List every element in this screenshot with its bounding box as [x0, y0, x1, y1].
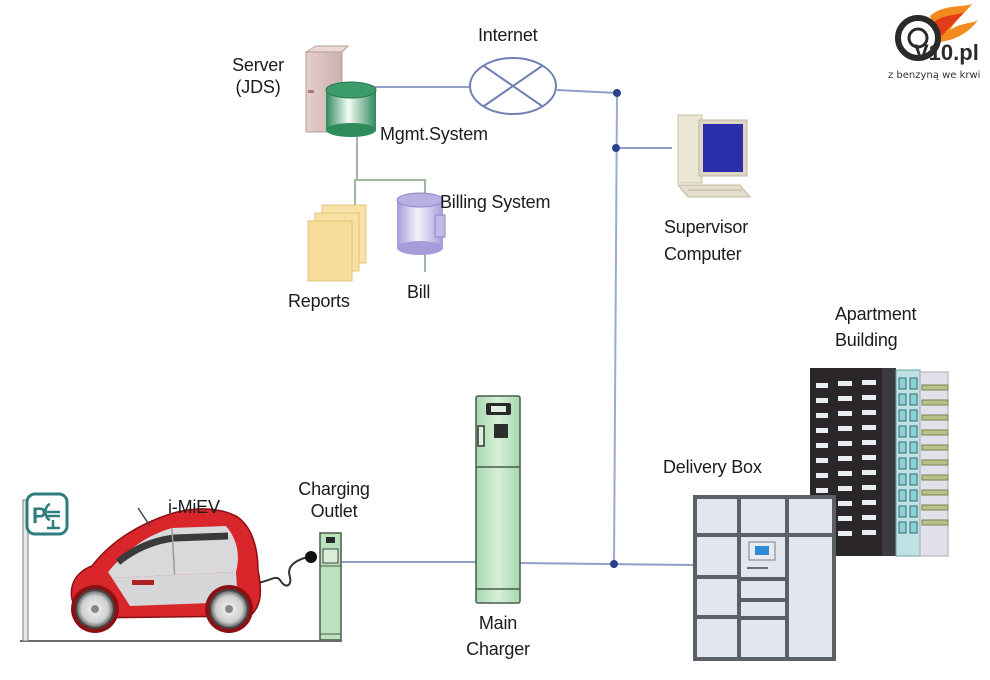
supervisor-computer-label: Supervisor Computer — [664, 216, 748, 265]
junction-dot — [610, 560, 618, 568]
supervisor-computer-icon[interactable] — [676, 114, 752, 198]
supervisor-label-line2: Computer — [664, 244, 742, 264]
bill-label: Bill — [407, 282, 431, 302]
building-balconies — [921, 384, 949, 526]
charging-outlet-label: Charging Outlet — [284, 478, 384, 522]
charging-outlet-icon[interactable] — [319, 532, 342, 641]
supervisor-label-line1: Supervisor — [664, 217, 749, 237]
building-windows — [816, 380, 876, 536]
main-charger-label: Main Charger — [448, 612, 548, 660]
vehicle-label: i-MiEV — [168, 497, 220, 517]
server-label-line2: (JDS) — [235, 77, 281, 97]
building-glass-windows — [898, 377, 918, 534]
charging-outlet-label-line1: Charging — [298, 479, 370, 499]
delivery-box-lockers-icon[interactable] — [693, 495, 836, 661]
server-label: Server (JDS) — [218, 54, 298, 98]
charging-outlet-label-line2: Outlet — [310, 501, 358, 521]
internet-cloud-icon[interactable] — [469, 57, 557, 115]
parking-sign-letter: P — [32, 503, 47, 528]
apartment-label-line2: Building — [835, 330, 898, 350]
main-charger-label-line1: Main — [478, 613, 518, 633]
delivery-box-label: Delivery Box — [663, 457, 762, 477]
reports-label: Reports — [288, 291, 350, 311]
junction-dot — [613, 89, 621, 97]
internet-label: Internet — [478, 25, 538, 45]
link-main-charger-delivery — [519, 562, 695, 566]
mgmt-system-database-icon[interactable] — [325, 81, 377, 137]
i-miev-car-icon[interactable] — [70, 507, 262, 633]
link-internet-bus — [556, 89, 618, 94]
billing-system-label: Billing System — [440, 192, 551, 212]
apartment-building-label: Apartment Building — [835, 303, 916, 351]
apartment-label-line1: Apartment — [835, 304, 917, 324]
charging-cable — [257, 556, 309, 587]
mgmt-system-label: Mgmt.System — [380, 124, 488, 144]
v10-logo-icon — [895, 4, 978, 61]
logo-tagline: z benzyną we krwi — [888, 70, 981, 81]
junction-dot — [612, 144, 620, 152]
charging-plug-icon — [305, 551, 317, 563]
billing-system-database-icon[interactable] — [396, 192, 446, 255]
parking-ev-sign-icon: P — [22, 492, 69, 642]
main-charger-label-line2: Charger — [466, 639, 530, 659]
reports-documents-icon[interactable] — [307, 204, 367, 282]
link-mgmt-reports — [354, 135, 358, 205]
network-bus — [613, 92, 618, 566]
logo-brand: V10.pl — [914, 40, 979, 65]
server-label-line1: Server — [232, 55, 284, 75]
main-charger-icon[interactable] — [475, 395, 521, 604]
